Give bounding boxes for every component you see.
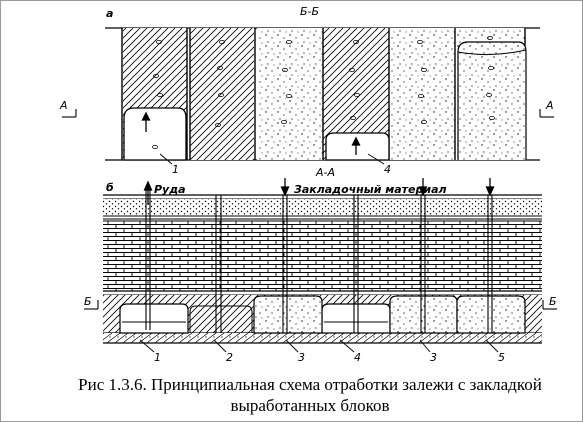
callout-bottom-3b: 3 bbox=[430, 351, 437, 364]
section-marker-b-left: Б bbox=[84, 295, 92, 308]
callout-bottom-2: 2 bbox=[226, 351, 233, 364]
open-stope bbox=[119, 303, 189, 334]
ore-label: Руда bbox=[154, 183, 186, 196]
callout-top-1: 1 bbox=[172, 163, 179, 176]
fill-block bbox=[257, 28, 323, 160]
open-stope bbox=[321, 303, 391, 334]
filled-chamber bbox=[456, 295, 526, 334]
open-stope bbox=[123, 107, 187, 161]
section-label-mid: А-А bbox=[316, 166, 336, 179]
haulage-level bbox=[103, 333, 542, 343]
figure-caption-line-1: Рис 1.3.6. Принципиальная схема отработк… bbox=[78, 375, 542, 394]
callout-bottom-5: 5 bbox=[498, 351, 505, 364]
overburden bbox=[103, 199, 542, 216]
fill-block bbox=[389, 28, 455, 160]
plan-view bbox=[62, 27, 554, 165]
callout-bottom-4: 4 bbox=[354, 351, 361, 364]
host-rock bbox=[103, 221, 542, 291]
filled-chamber bbox=[389, 295, 458, 334]
section-marker-a-left: А bbox=[60, 99, 68, 112]
section-label-top: Б-Б bbox=[300, 5, 320, 18]
callout-bottom-3a: 3 bbox=[298, 351, 305, 364]
open-stope bbox=[325, 132, 390, 161]
fill-material-label: Закладочный материал bbox=[294, 183, 447, 196]
callout-top-4: 4 bbox=[384, 163, 391, 176]
section-marker-b-right: Б bbox=[549, 295, 557, 308]
panel-a-letter: а bbox=[106, 7, 114, 20]
section-view bbox=[84, 178, 557, 353]
filled-chamber bbox=[457, 41, 527, 160]
section-marker-a-right: А bbox=[546, 99, 554, 112]
figure-caption-line-2: выработанных блоков bbox=[230, 396, 390, 415]
filled-chamber bbox=[253, 295, 323, 334]
pillar-hatched bbox=[190, 28, 254, 160]
callout-bottom-1: 1 bbox=[154, 351, 161, 364]
panel-b-letter: б bbox=[106, 181, 114, 194]
